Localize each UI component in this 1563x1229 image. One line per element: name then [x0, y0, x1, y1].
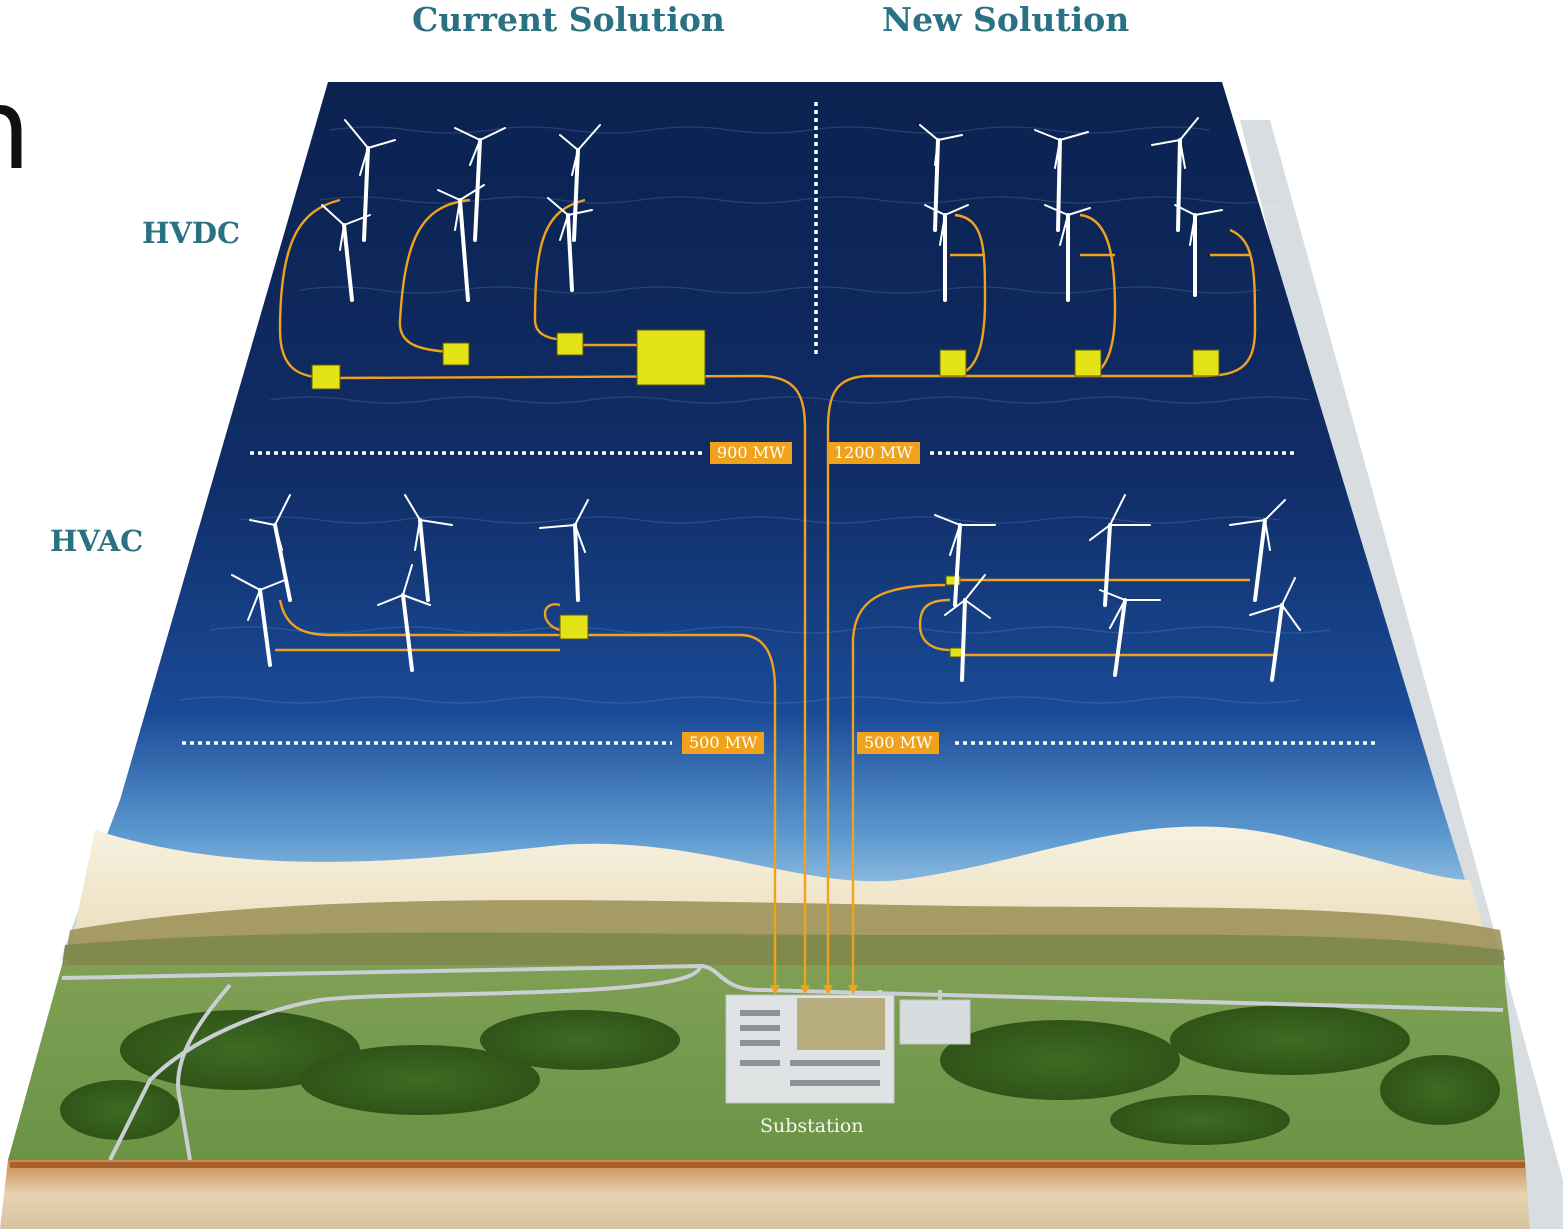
cropped-title-glyph: n: [0, 70, 31, 190]
substation-compound: [725, 994, 971, 1104]
wind-turbines: [231, 117, 1301, 682]
header-new-solution: New Solution: [882, 0, 1130, 39]
capacity-hvac-current: 500 MW: [682, 732, 765, 754]
capacity-hvac-new: 500 MW: [857, 732, 940, 754]
sea-area: [60, 82, 1490, 960]
capacity-hvdc-current: 900 MW: [710, 442, 793, 464]
soil-edge: [0, 1160, 1530, 1229]
capacity-hvdc-new: 1200 MW: [827, 442, 920, 464]
platforms: [311, 329, 1220, 658]
cable-arrows: [770, 985, 858, 995]
row-label-hvac: HVAC: [50, 524, 144, 558]
row-label-hvdc: HVDC: [142, 216, 241, 250]
sea-texture: [179, 126, 1331, 704]
export-cables: [275, 198, 1275, 990]
substation-label: Substation: [760, 1115, 864, 1137]
header-current-solution: Current Solution: [412, 0, 725, 39]
divider-lines: [182, 102, 1378, 745]
